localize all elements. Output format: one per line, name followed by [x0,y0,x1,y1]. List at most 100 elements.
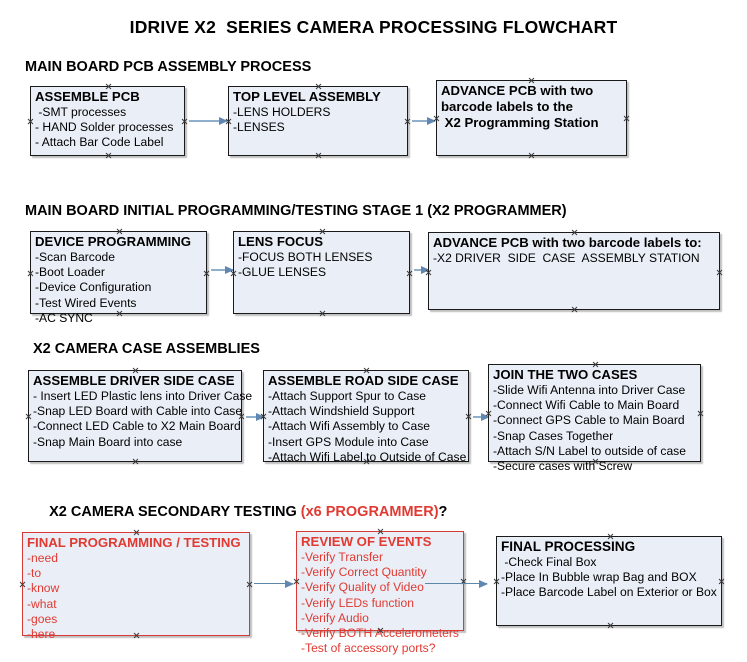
resize-handle-right[interactable] [404,118,411,125]
arrowhead-icon [256,412,265,421]
section-heading-red-text: (x6 PROGRAMMER) [300,504,439,520]
section-heading-question-mark: ? [438,504,448,520]
arrowhead-icon [427,116,436,125]
box-line: -Check Final Box [501,555,597,569]
box-line: -Verify Transfer [301,550,383,564]
arrowhead-icon [219,116,228,125]
box-line: -Slide Wifi Antenna into Driver Case [493,383,686,397]
box-title: DEVICE PROGRAMMING [35,234,192,249]
box-assemble-pcb[interactable]: ASSEMBLE PCB -SMT processes - HAND Solde… [30,86,185,156]
section-heading-black-text: X2 CAMERA SECONDARY TESTING [49,504,301,520]
resize-handle-right[interactable] [465,413,472,420]
box-line: -Place In Bubble wrap Bag and BOX [501,570,697,585]
box-line: -what [27,596,57,611]
resize-handle-right[interactable] [716,269,723,276]
box-line: -Verify Correct Quantity [301,565,427,580]
connector-final-programming-to-review [254,579,294,588]
box-join-the-two-cases[interactable]: JOIN THE TWO CASES -Slide Wifi Antenna i… [488,364,704,473]
box-line: -LENS HOLDERS [233,105,331,119]
page-title: IDRIVE X2 SERIES CAMERA PROCESSING FLOWC… [129,17,618,37]
box-advance-pcb-case-assembly[interactable]: ADVANCE PCB with two barcode labels to: … [428,232,720,310]
box-line: -Attach Windshield Support [268,404,415,419]
resize-handle-left[interactable] [25,413,32,420]
resize-handle-right[interactable] [718,578,725,585]
box-line: -Verify Audio [301,610,369,625]
box-device-programming[interactable]: DEVICE PROGRAMMING -Scan Barcode -Boot L… [27,231,210,325]
connector-review-to-final-processing [425,579,488,588]
box-line: -X2 DRIVER SIDE CASE ASSEMBLY STATION [433,251,700,265]
resize-handle-bottom[interactable] [319,310,326,317]
box-final-processing[interactable]: FINAL PROCESSING -Check Final Box -Place… [496,536,722,626]
connector-lens-focus-to-advance-pcb-case [414,265,430,274]
box-final-programming-testing[interactable]: FINAL PROGRAMMING / TESTING -need -to -k… [19,532,253,641]
resize-handle-bottom[interactable] [571,306,578,313]
box-title: REVIEW OF EVENTS [301,534,432,549]
resize-handle-right[interactable] [181,118,188,125]
box-line: -AC SYNC [35,310,93,325]
connector-assemble-pcb-to-top-level [189,116,228,125]
box-line: -Boot Loader [35,265,105,280]
box-line: -Verify Quality of Video [301,580,424,595]
resize-handle-right[interactable] [697,410,704,417]
resize-handle-right[interactable] [246,581,253,588]
connector-top-level-to-advance-pcb [412,116,436,125]
box-line: -Connect Wifi Cable to Main Board [493,398,680,413]
box-line: -Snap Main Board into case [33,434,183,449]
box-line: -Verify BOTH Accelerometers [301,626,459,641]
box-line: -Attach S/N Label to outside of case [493,443,686,458]
resize-handle-right[interactable] [623,115,630,122]
arrowhead-icon [481,412,490,421]
box-line: -SMT processes [35,105,127,119]
box-top-level-assembly[interactable]: TOP LEVEL ASSEMBLY -LENS HOLDERS -LENSES [228,86,408,156]
resize-handle-left[interactable] [493,578,500,585]
resize-handle-left[interactable] [27,118,34,125]
resize-handle-left[interactable] [19,581,26,588]
box-line: -FOCUS BOTH LENSES [238,250,373,264]
box-title: LENS FOCUS [238,234,323,249]
resize-handle-bottom[interactable] [105,152,112,159]
section-heading-initial-programming: MAIN BOARD INITIAL PROGRAMMING/TESTING S… [25,203,567,219]
resize-handle-bottom[interactable] [607,622,614,629]
box-line: -Snap LED Board with Cable into Case [33,404,243,419]
box-review-of-events[interactable]: REVIEW OF EVENTS -Verify Transfer -Verif… [293,531,464,655]
box-line: -Connect GPS Cable to Main Board [493,413,685,428]
box-line: -to [27,566,42,581]
box-title: TOP LEVEL ASSEMBLY [233,89,381,104]
box-title: ADVANCE PCB with two [441,83,594,98]
box-title: ASSEMBLE PCB [35,89,140,104]
box-line: -Place Barcode Label on Exterior or Box [501,585,717,600]
box-lens-focus[interactable]: LENS FOCUS -FOCUS BOTH LENSES -GLUE LENS… [233,231,410,314]
section-heading-secondary-testing: X2 CAMERA SECONDARY TESTING (x6 PROGRAMM… [33,488,447,536]
box-line: - HAND Solder processes [35,120,174,135]
arrowhead-icon [285,579,294,588]
box-title: FINAL PROCESSING [501,539,636,554]
arrowhead-icon [479,579,488,588]
box-title: ASSEMBLE DRIVER SIDE CASE [33,373,235,388]
resize-handle-bottom[interactable] [132,458,139,465]
box-title: JOIN THE TWO CASES [493,367,638,382]
box-line: -Verify LEDs function [301,595,414,610]
box-line: - Attach Bar Code Label [35,135,164,150]
box-line: - Insert LED Plastic lens into Driver Ca… [33,389,253,403]
box-line: -goes [27,611,58,626]
resize-handle-bottom[interactable] [315,152,322,159]
resize-handle-left[interactable] [27,270,34,277]
connector-road-side-to-join-cases [473,412,490,421]
box-line: -LENSES [233,120,285,135]
resize-handle-right[interactable] [406,270,413,277]
box-line: -Scan Barcode [35,250,115,264]
arrowhead-icon [225,265,234,274]
section-heading-case-assemblies: X2 CAMERA CASE ASSEMBLIES [33,341,260,357]
resize-handle-bottom[interactable] [528,152,535,159]
box-assemble-road-side-case[interactable]: ASSEMBLE ROAD SIDE CASE -Attach Support … [263,370,472,464]
box-assemble-driver-side-case[interactable]: ASSEMBLE DRIVER SIDE CASE - Insert LED P… [25,370,253,465]
box-title: FINAL PROGRAMMING / TESTING [27,535,241,550]
box-line: -Connect LED Cable to X2 Main Board [33,419,241,434]
box-line-overflow: -Test of accessory ports? [301,641,436,656]
resize-handle-left[interactable] [293,578,300,585]
box-advance-pcb-programming-station[interactable]: ADVANCE PCB with two barcode labels to t… [436,80,627,156]
resize-handle-right[interactable] [203,270,210,277]
connector-driver-side-to-road-side [246,412,265,421]
box-line: -know [27,581,60,596]
